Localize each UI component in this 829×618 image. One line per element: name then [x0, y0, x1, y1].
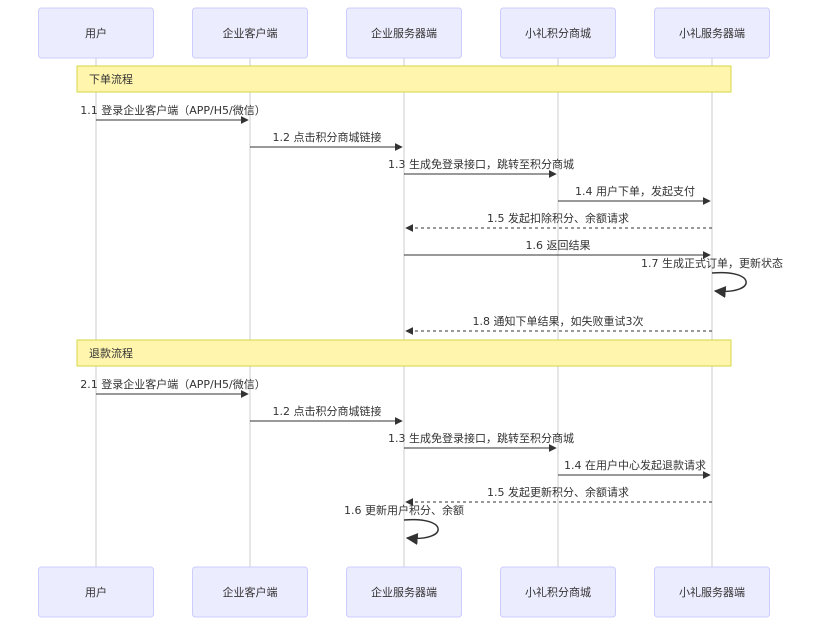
note-box	[76, 339, 732, 367]
participant-xlserver-bottom: 小礼服务器端	[654, 566, 770, 618]
message: 1.5 发起更新积分、余额请求	[405, 485, 712, 506]
participant-box	[500, 7, 616, 59]
participant-server-bottom: 企业服务器端	[346, 566, 462, 618]
note-label: 下单流程	[89, 72, 133, 86]
message-label: 1.6 更新用户积分、余额	[344, 503, 464, 517]
participant-label: 用户	[85, 585, 107, 599]
message: 1.3 生成免登录接口，跳转至积分商城	[388, 431, 574, 452]
message: 1.1 登录企业客户端（APP/H5/微信）	[80, 103, 266, 124]
participant-label: 企业服务器端	[371, 26, 437, 40]
participant-label: 用户	[85, 26, 107, 40]
participant-user-top: 用户	[38, 7, 154, 59]
message-label: 1.7 生成正式订单，更新状态	[641, 256, 783, 270]
participant-mall-top: 小礼积分商城	[500, 7, 616, 59]
participant-box	[38, 566, 154, 618]
message: 1.6 更新用户积分、余额	[344, 503, 464, 545]
participant-label: 小礼积分商城	[525, 585, 591, 599]
message: 1.2 点击积分商城链接	[250, 130, 403, 151]
participant-label: 企业客户端	[223, 585, 278, 599]
participant-label: 小礼服务器端	[679, 585, 745, 599]
participant-client-bottom: 企业客户端	[192, 566, 308, 618]
participant-user-bottom: 用户	[38, 566, 154, 618]
lifelines	[95, 58, 713, 567]
message-label: 1.2 点击积分商城链接	[273, 404, 382, 418]
participant-mall-bottom: 小礼积分商城	[500, 566, 616, 618]
message: 1.2 点击积分商城链接	[250, 404, 403, 425]
participant-box	[192, 7, 308, 59]
message-label: 1.6 返回结果	[526, 239, 591, 252]
participant-xlserver-top: 小礼服务器端	[654, 7, 770, 59]
message: 2.1 登录企业客户端（APP/H5/微信）	[80, 377, 266, 398]
participant-box	[192, 566, 308, 618]
participant-box	[654, 7, 770, 59]
message: 1.3 生成免登录接口，跳转至积分商城	[388, 157, 574, 178]
section-note: 退款流程	[76, 339, 732, 367]
message-label: 1.3 生成免登录接口，跳转至积分商城	[388, 157, 574, 171]
participant-box	[500, 566, 616, 618]
participant-box	[654, 566, 770, 618]
message: 1.4 在用户中心发起退款请求	[558, 458, 711, 479]
self-message-arrow	[403, 518, 439, 545]
note-label: 退款流程	[89, 346, 133, 360]
participants-bottom: 用户 企业客户端 企业服务器端 小礼积分商城 小礼服务器端	[38, 566, 770, 618]
message: 1.4 用户下单，发起支付	[558, 184, 711, 205]
message-label: 1.4 用户下单，发起支付	[575, 184, 695, 198]
participant-box	[38, 7, 154, 59]
section-note: 下单流程	[76, 65, 732, 93]
message: 1.8 通知下单结果，如失败重试3次	[405, 314, 712, 335]
participant-label: 企业服务器端	[371, 585, 437, 599]
participant-box	[346, 566, 462, 618]
note-box	[76, 65, 732, 93]
message-label: 1.5 发起扣除积分、余额请求	[487, 211, 629, 225]
participant-box	[346, 7, 462, 59]
message-label: 1.3 生成免登录接口，跳转至积分商城	[388, 431, 574, 445]
participants-top: 用户 企业客户端 企业服务器端 小礼积分商城 小礼服务器端	[38, 7, 770, 59]
messages: 1.1 登录企业客户端（APP/H5/微信） 1.2 点击积分商城链接 1.3 生成…	[80, 103, 783, 545]
message-label: 1.4 在用户中心发起退款请求	[564, 458, 706, 472]
participant-client-top: 企业客户端	[192, 7, 308, 59]
message-label: 1.1 登录企业客户端（APP/H5/微信）	[80, 103, 265, 117]
message: 1.6 返回结果	[404, 239, 711, 259]
participant-server-top: 企业服务器端	[346, 7, 462, 59]
participant-label: 小礼积分商城	[525, 26, 591, 40]
self-message-arrow	[711, 271, 747, 298]
message: 1.7 生成正式订单，更新状态	[641, 256, 783, 298]
message: 1.5 发起扣除积分、余额请求	[405, 211, 712, 232]
participant-label: 小礼服务器端	[679, 26, 745, 40]
message-label: 1.2 点击积分商城链接	[273, 130, 382, 144]
participant-label: 企业客户端	[223, 26, 278, 40]
message-label: 1.5 发起更新积分、余额请求	[487, 485, 629, 499]
message-label: 2.1 登录企业客户端（APP/H5/微信）	[80, 377, 265, 391]
message-label: 1.8 通知下单结果，如失败重试3次	[473, 314, 644, 328]
